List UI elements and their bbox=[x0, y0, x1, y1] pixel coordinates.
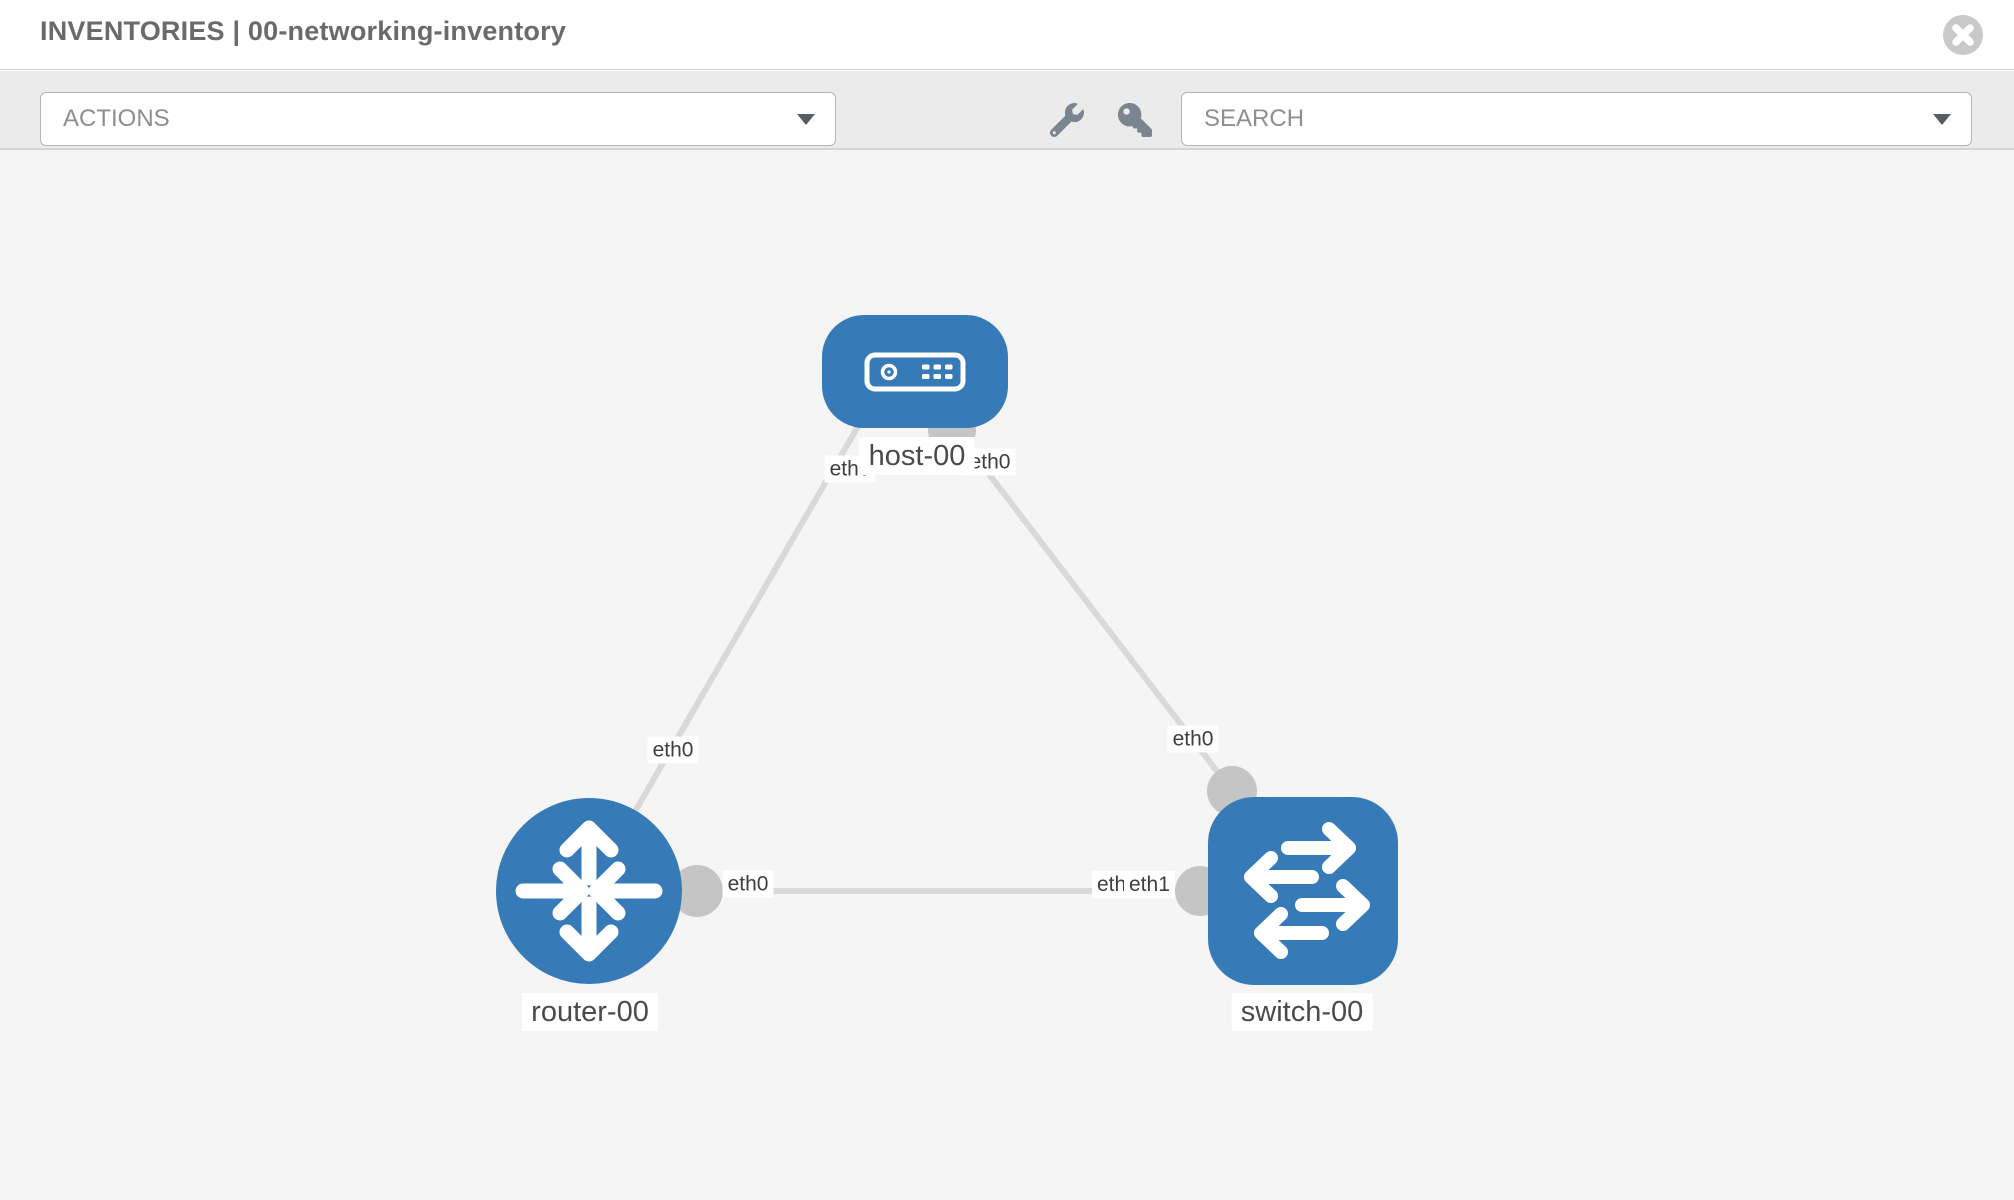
page-title: INVENTORIES | 00-networking-inventory bbox=[40, 16, 567, 46]
actions-dropdown[interactable]: ACTIONS bbox=[40, 92, 836, 146]
search-dropdown-label: SEARCH bbox=[1204, 105, 1305, 132]
node-label-switch: switch-00 bbox=[1231, 993, 1373, 1031]
interface-label: eth0 bbox=[722, 870, 774, 898]
chevron-down-icon bbox=[1933, 114, 1951, 125]
header: INVENTORIES | 00-networking-inventory bbox=[0, 0, 2014, 70]
node-label-router: router-00 bbox=[522, 993, 658, 1031]
interface-label: eth0 bbox=[647, 736, 699, 764]
toolbar: ACTIONS SEARCH bbox=[0, 71, 2014, 150]
node-label-host: host-00 bbox=[859, 437, 975, 475]
wrench-icon bbox=[1049, 102, 1084, 137]
node-router-00[interactable] bbox=[496, 798, 682, 984]
configure-button[interactable] bbox=[1047, 101, 1087, 141]
search-dropdown[interactable]: SEARCH bbox=[1181, 92, 1972, 146]
router-icon bbox=[515, 820, 663, 962]
node-host-00[interactable] bbox=[822, 315, 1008, 428]
endpoint-dot bbox=[671, 865, 723, 917]
credentials-button[interactable] bbox=[1115, 101, 1155, 141]
interface-label: eth1 bbox=[1124, 871, 1175, 898]
switch-icon bbox=[1244, 822, 1370, 959]
node-switch-00[interactable] bbox=[1208, 797, 1398, 985]
chevron-down-icon bbox=[797, 114, 815, 125]
actions-dropdown-label: ACTIONS bbox=[63, 105, 170, 132]
topology-canvas[interactable]: eth0 eth0 eth0 eth0 eth0 eth1 eth1 host-… bbox=[0, 150, 2014, 1200]
key-icon bbox=[1118, 102, 1152, 137]
host-icon bbox=[864, 352, 966, 392]
close-icon bbox=[1943, 15, 1983, 55]
link-host-switch[interactable] bbox=[949, 424, 1265, 832]
interface-label: eth0 bbox=[1167, 725, 1219, 753]
close-button[interactable] bbox=[1941, 13, 1985, 57]
